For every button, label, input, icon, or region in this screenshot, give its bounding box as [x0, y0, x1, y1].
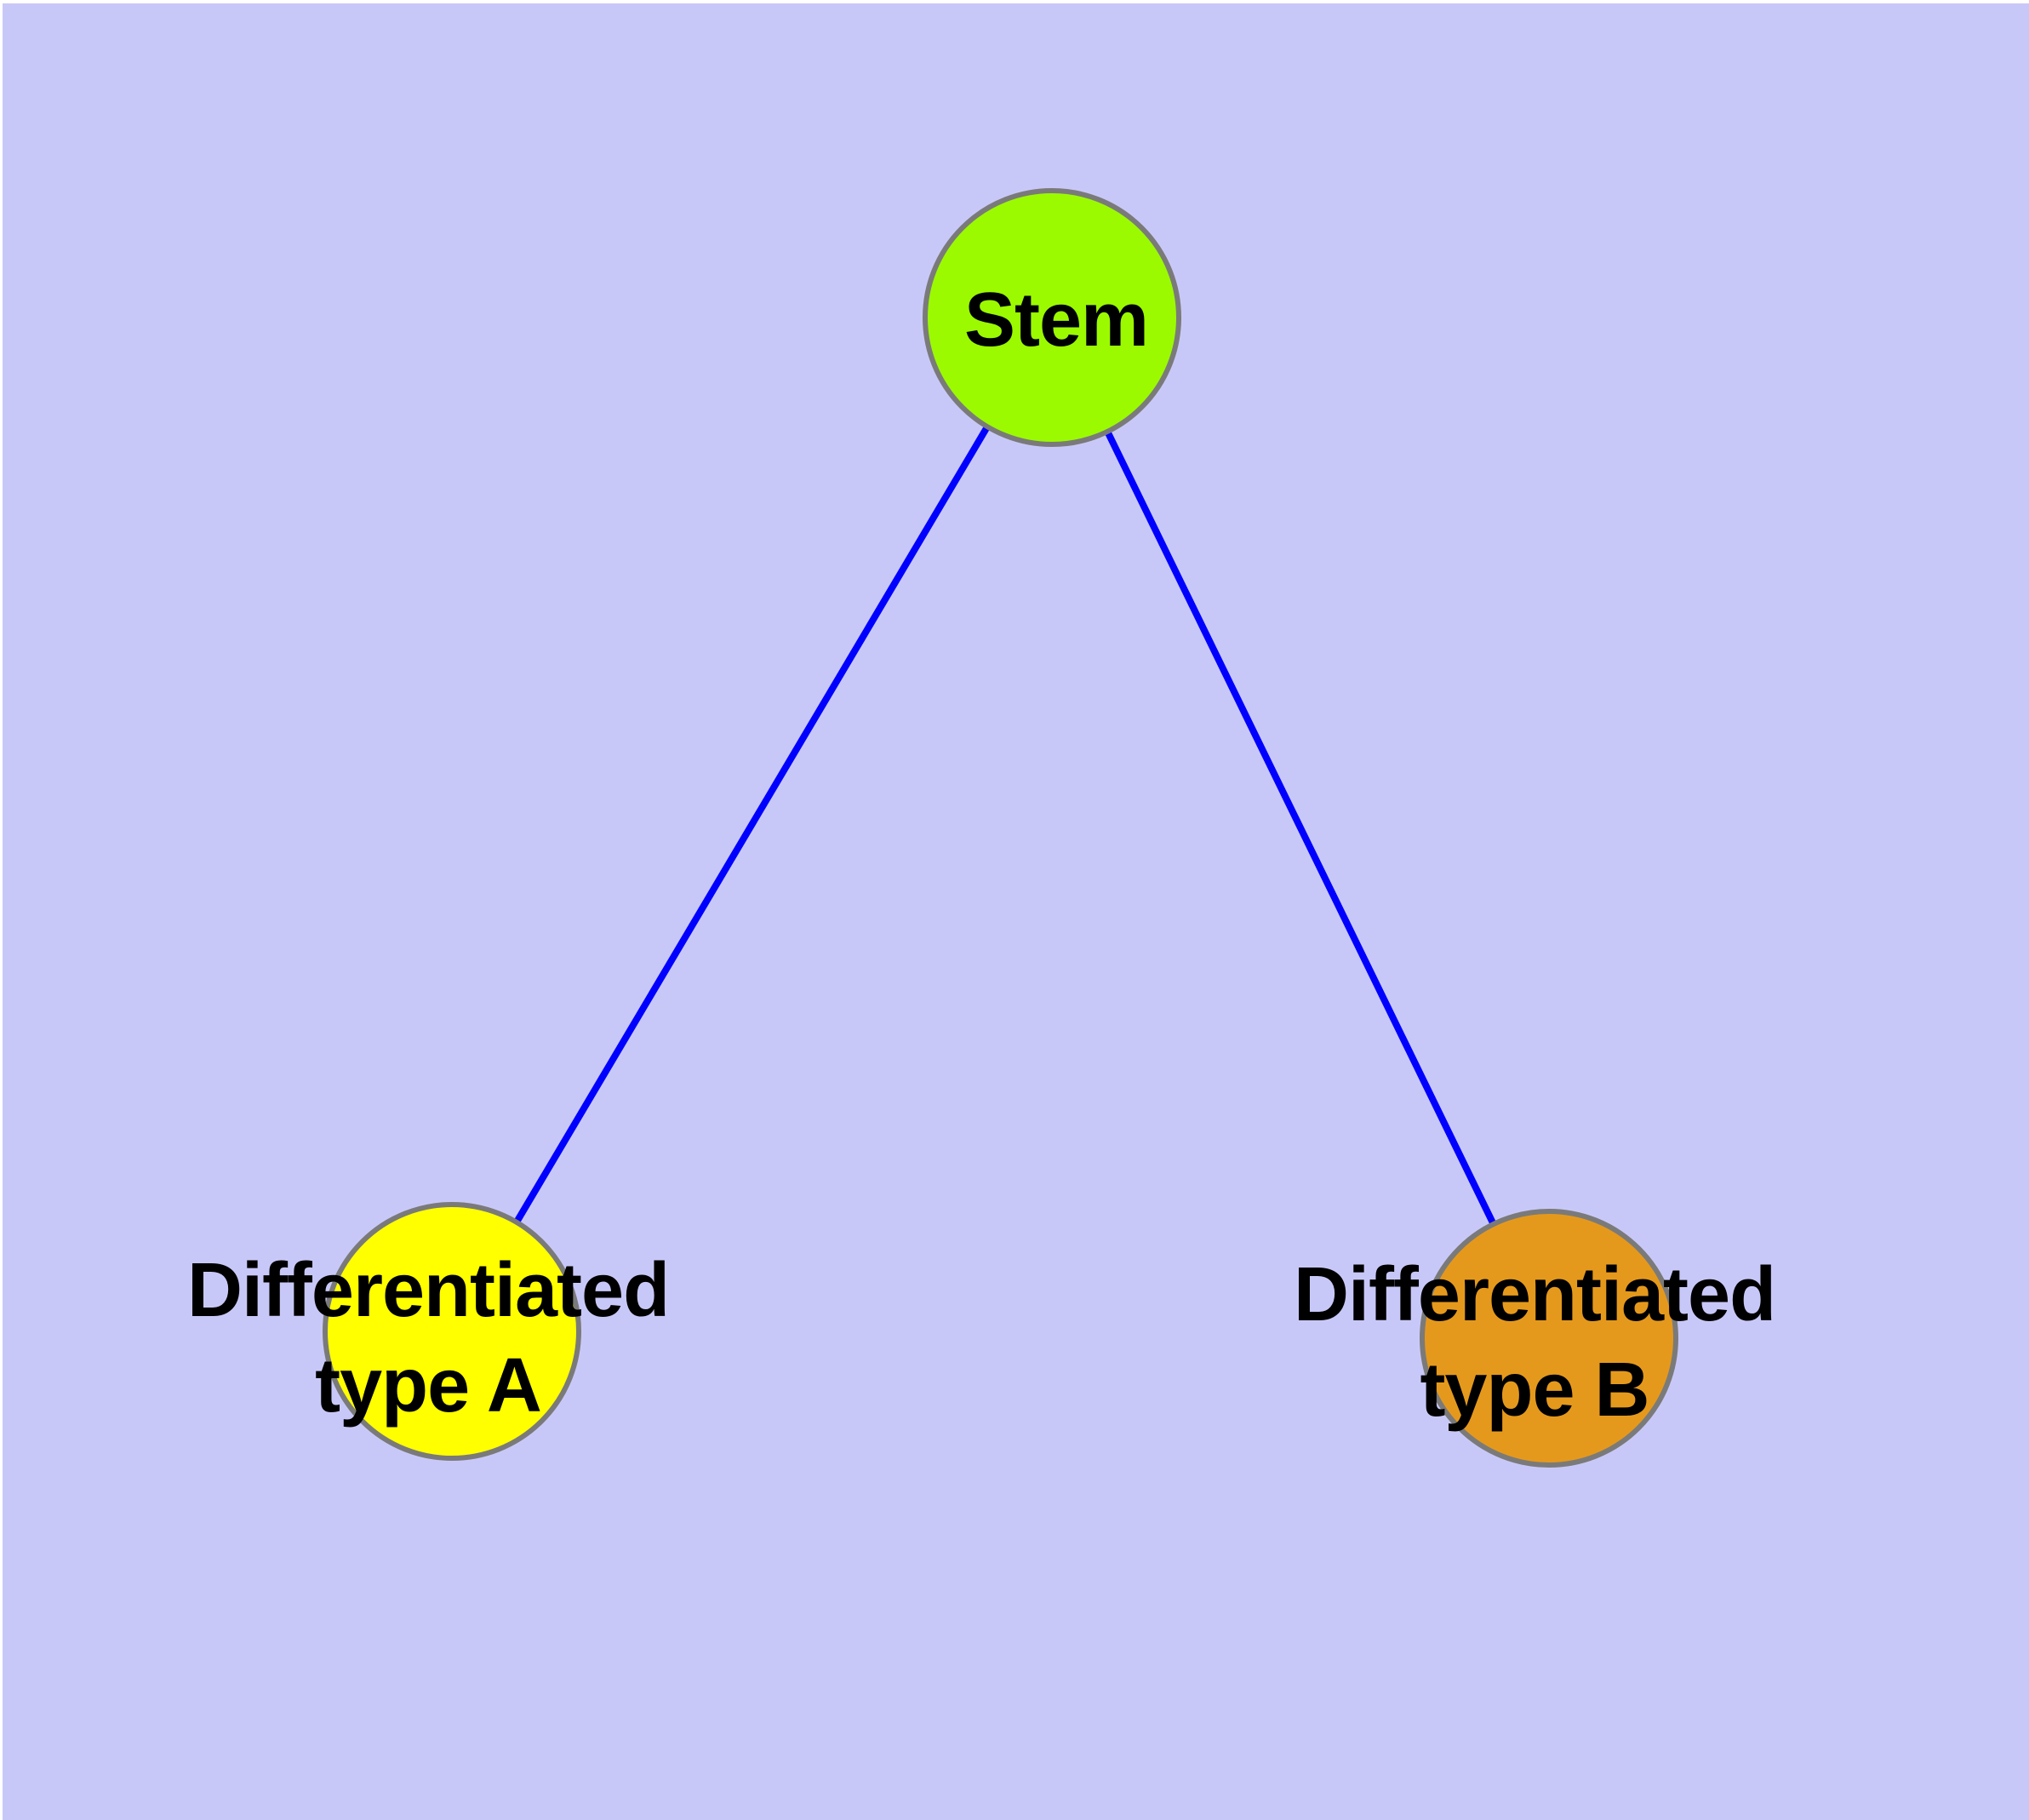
node-type-a-label-line2: type A	[315, 1343, 542, 1428]
plot-background: Stem Differentiated type A Differentiate…	[3, 3, 2029, 1820]
graph-canvas	[323, 188, 1678, 1468]
edge-stem-to-type-a	[449, 315, 1055, 1334]
node-type-b-label-line1: Differentiated	[1293, 1252, 1776, 1337]
node-stem-label: Stem	[963, 272, 1149, 368]
node-type-b-circle	[1420, 1209, 1678, 1468]
node-type-a-label-line1: Differentiated	[186, 1248, 670, 1333]
node-type-b-label: Differentiated type B	[1293, 1247, 1776, 1438]
node-type-a-circle	[323, 1202, 581, 1461]
node-stem-label-text: Stem	[963, 278, 1149, 363]
node-type-a-label: Differentiated type A	[186, 1243, 670, 1434]
edge-stem-to-type-b	[1049, 316, 1552, 1340]
node-type-b-label-line2: type B	[1420, 1348, 1649, 1433]
node-stem-circle	[923, 188, 1181, 447]
